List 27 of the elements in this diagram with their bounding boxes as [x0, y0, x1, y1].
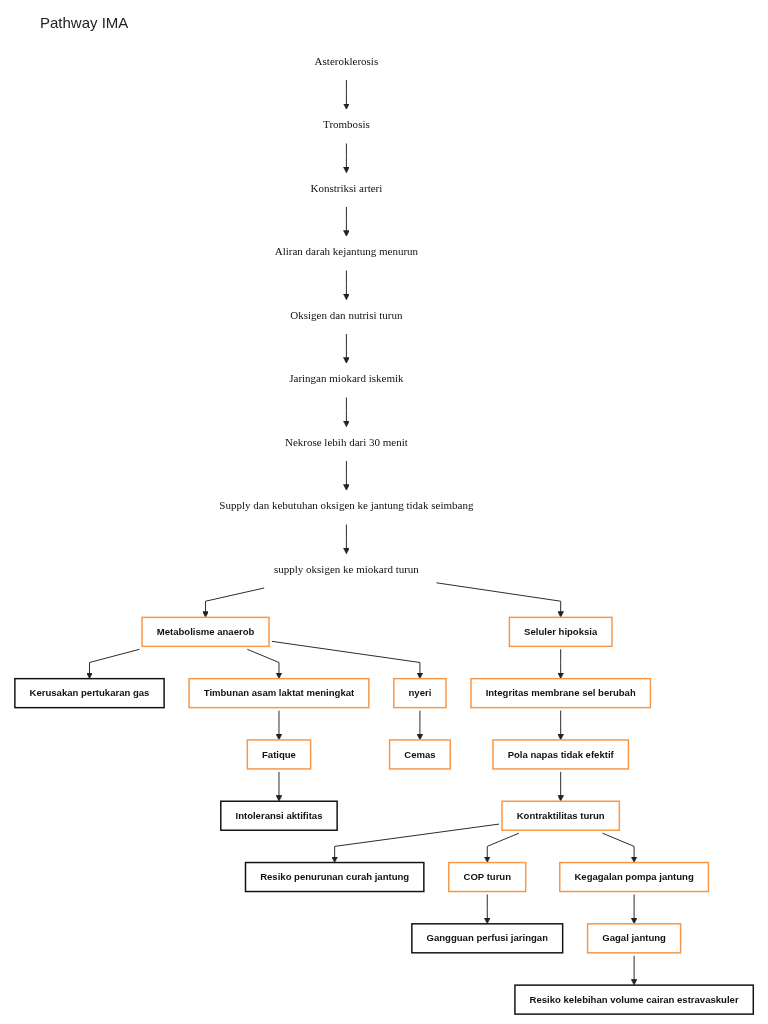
- flow-text: Asteroklerosis: [314, 55, 379, 68]
- diagnosis-box: Intoleransi aktifitas: [220, 800, 338, 831]
- process-box: Gagal jantung: [586, 923, 682, 954]
- process-box: Kontraktilitas turun: [501, 800, 621, 831]
- diagnosis-box: Gangguan perfusi jaringan: [411, 923, 564, 954]
- diagnosis-box: Resiko penurunan curah jantung: [244, 861, 425, 893]
- process-box: Timbunan asam laktat meningkat: [188, 677, 370, 709]
- flow-text: Oksigen dan nutrisi turun: [290, 309, 403, 322]
- flow-text: Nekrose lebih dari 30 menit: [284, 436, 408, 449]
- process-box: COP turun: [448, 861, 527, 893]
- process-box: Seluler hipoksia: [508, 616, 613, 648]
- flow-text: Jaringan miokard iskemik: [289, 372, 404, 385]
- process-box: nyeri: [393, 677, 447, 709]
- process-box: Kegagalan pompa jantung: [558, 861, 710, 893]
- flow-text: Aliran darah kejantung menurun: [274, 245, 419, 258]
- diagnosis-box: Resiko kelebihan volume cairan estravaskuler: [514, 984, 754, 1015]
- process-box: Cemas: [388, 739, 451, 770]
- process-box: Integritas membrane sel berubah: [470, 677, 652, 709]
- diagnosis-box: Kerusakan pertukaran gas: [14, 677, 165, 709]
- process-box: Fatique: [246, 739, 312, 770]
- process-box: Metabolisme anaerob: [141, 616, 270, 648]
- flow-text: Konstriksi arteri: [310, 182, 383, 195]
- flow-text: Supply dan kebutuhan oksigen ke jantung tidak seimbang: [219, 499, 474, 512]
- process-box: Pola napas tidak efektif: [492, 739, 630, 770]
- flow-text: Trombosis: [322, 118, 370, 131]
- diagram-title: Pathway IMA: [40, 14, 129, 31]
- flow-text: supply oksigen ke miokard turun: [273, 563, 419, 576]
